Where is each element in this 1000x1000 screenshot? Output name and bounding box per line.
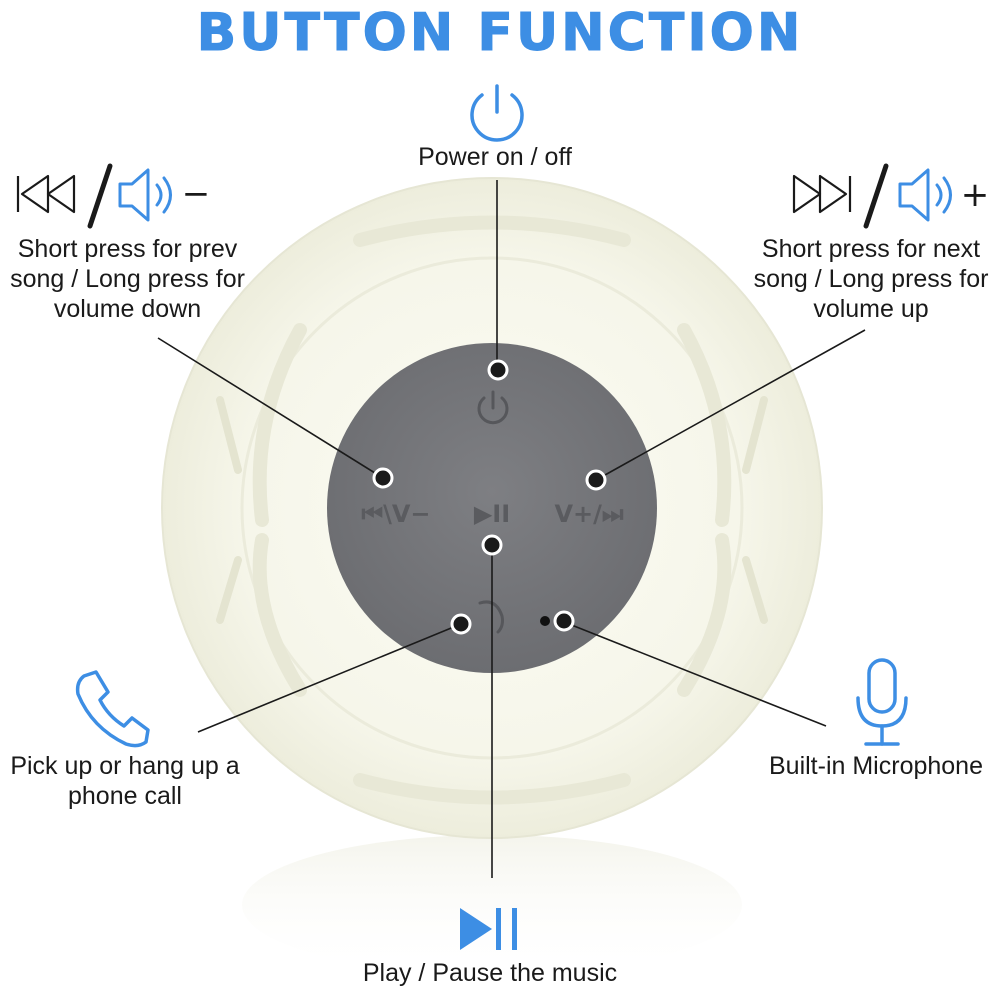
prev-volume-down-sign: −: [182, 174, 211, 214]
power-label-line: Power on / off: [418, 143, 572, 171]
next-label-line-2: song / Long press for: [753, 265, 989, 293]
prev-label-line-3: volume down: [53, 295, 202, 323]
panel-next-mark: V+/⏭: [554, 500, 623, 528]
marker-mic: [553, 610, 575, 632]
panel-phone-mark: [478, 600, 504, 634]
marker-power: [487, 359, 509, 381]
next-volume-up-label: Short press for next song / Long press f…: [742, 234, 1000, 324]
power-icon: [470, 84, 524, 142]
speaker-reflection: [242, 835, 742, 975]
marker-call: [450, 613, 472, 635]
next-volume-up-sign: +: [961, 175, 990, 215]
mic-hole: [540, 616, 550, 626]
phone-icon: [75, 670, 150, 748]
marker-play: [481, 534, 503, 556]
panel-play-mark: ▶II: [474, 500, 510, 528]
prev-label-line-2: song / Long press for: [10, 265, 245, 293]
microphone-icon: [856, 658, 908, 746]
call-label-line-1: Pick up or hang up a: [10, 752, 240, 780]
prev-label-line-1: Short press for prev: [17, 235, 238, 263]
microphone-label: Built-in Microphone: [752, 751, 1000, 781]
play-pause-label: Play / Pause the music: [330, 958, 650, 988]
button-panel: [327, 343, 657, 673]
callout-markers: [372, 359, 607, 635]
page-title: BUTTON FUNCTION: [196, 3, 804, 64]
prev-volume-down-label: Short press for prev song / Long press f…: [0, 234, 255, 324]
power-label: Power on / off: [360, 142, 630, 172]
panel-prev-mark: ⏮\V−: [361, 500, 430, 528]
leader-line-mic: [563, 621, 827, 727]
leader-line-call: [197, 623, 462, 733]
prev-volume-down-icon: −: [16, 163, 211, 229]
next-label-line-3: volume up: [813, 295, 929, 323]
play-pause-icon: [460, 908, 517, 950]
marker-next: [585, 469, 607, 491]
marker-prev: [372, 467, 394, 489]
phone-call-label: Pick up or hang up a phone call: [0, 751, 250, 811]
play-label-line: Play / Pause the music: [362, 959, 618, 987]
next-volume-up-icon: +: [792, 163, 990, 229]
leader-line-prev: [157, 337, 384, 479]
call-label-line-2: phone call: [68, 782, 182, 810]
mic-label-line: Built-in Microphone: [769, 752, 983, 780]
panel-power-mark: [477, 390, 509, 425]
leader-line-next: [595, 329, 866, 481]
next-label-line-1: Short press for next: [761, 235, 981, 263]
